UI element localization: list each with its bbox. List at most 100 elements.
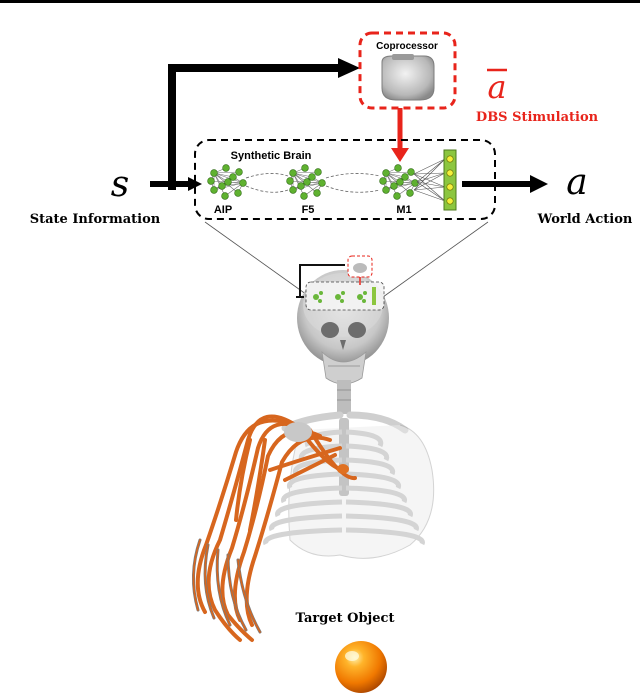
finger-tendon <box>227 554 247 631</box>
muscle-attachment <box>337 464 349 474</box>
synthetic-brain-title: Synthetic Brain <box>231 150 312 162</box>
inter-area-connections <box>245 173 381 193</box>
muscle-strand <box>308 428 357 481</box>
fan-line <box>413 158 446 175</box>
fan-line <box>413 186 446 191</box>
aip-node <box>210 186 218 194</box>
f5-node <box>303 178 311 186</box>
aip-node <box>224 178 232 186</box>
ball-icon <box>335 641 387 693</box>
aip-edge <box>213 172 244 184</box>
aip-node <box>210 169 218 177</box>
m1-edge <box>396 182 416 197</box>
brain-to-action-arrowhead <box>530 175 548 193</box>
aip-edge <box>213 171 240 174</box>
rib-right <box>345 429 384 448</box>
output-layer-icon <box>443 149 457 211</box>
m1-node <box>407 168 415 176</box>
muscle-strand <box>244 435 332 627</box>
f5-edge <box>292 182 323 191</box>
aip-node <box>229 173 237 181</box>
aip-node <box>234 189 242 197</box>
rib-right <box>345 527 425 546</box>
state-information-label: State Information <box>30 212 161 227</box>
rib-right <box>345 513 419 532</box>
output-connections <box>413 158 446 202</box>
rib-left <box>275 499 343 518</box>
f5-node <box>300 192 308 200</box>
m1-edge <box>385 182 416 191</box>
finger-tendon <box>237 559 261 633</box>
m1-node <box>382 186 390 194</box>
coprocessor-box <box>358 31 457 110</box>
rib-right <box>345 457 396 476</box>
muscle-strand <box>220 422 312 642</box>
aip-node <box>221 192 229 200</box>
rib-right <box>345 443 390 462</box>
rib-left <box>263 527 343 546</box>
m1-node <box>393 192 401 200</box>
m1-node <box>411 179 419 187</box>
area-label-f5: F5 <box>302 204 315 216</box>
finger-tendon <box>192 539 201 611</box>
top-rule <box>0 0 640 3</box>
fan-line <box>413 158 446 191</box>
muscle-strand <box>234 438 252 522</box>
stimulation-arrowhead <box>391 148 409 162</box>
rib-right <box>345 499 413 518</box>
state-to-coprocessor-arrowhead <box>338 58 360 78</box>
target-object-label: Target Object <box>296 611 395 626</box>
aip-edge <box>224 182 244 197</box>
m1-node <box>401 173 409 181</box>
rib-left <box>281 485 343 504</box>
fan-line <box>413 172 446 175</box>
coprocessor-title: Coprocessor <box>376 41 438 52</box>
m1-node <box>379 177 387 185</box>
m1-edge <box>385 171 412 174</box>
zoom-line-right <box>382 221 489 298</box>
f5-node <box>308 173 316 181</box>
rib-left <box>269 513 343 532</box>
f5-network-icon <box>286 164 326 200</box>
rib-left <box>292 457 343 476</box>
mini-diagram-overlay <box>296 255 385 311</box>
m1-node <box>406 189 414 197</box>
area-label-m1: M1 <box>396 204 411 216</box>
aip-node <box>235 168 243 176</box>
rib-cage <box>263 429 425 546</box>
aip-network-icon <box>207 164 247 200</box>
state-to-brain-arrowhead <box>188 177 202 191</box>
dbs-stimulation-label: DBS Stimulation <box>476 110 599 125</box>
finger-tendon <box>204 544 215 619</box>
f5-node <box>289 169 297 177</box>
rib-right <box>345 485 407 504</box>
area-label-aip: AIP <box>214 204 232 216</box>
f5-node <box>301 164 309 172</box>
f5-node <box>286 177 294 185</box>
arm-muscles <box>191 414 357 642</box>
aip-node <box>207 177 215 185</box>
aip-node <box>222 164 230 172</box>
m1-edge <box>385 172 416 184</box>
m1-node <box>396 178 404 186</box>
muscle-strand <box>248 438 267 532</box>
f5-node <box>289 186 297 194</box>
f5-edge <box>303 182 323 197</box>
f5-edge <box>292 171 319 174</box>
synthetic-brain-box <box>194 139 496 220</box>
action-symbol: a <box>566 162 587 203</box>
fan-line <box>413 173 446 202</box>
fan-line <box>413 172 446 191</box>
aip-node <box>239 179 247 187</box>
fan-line <box>416 172 446 183</box>
f5-node <box>297 182 305 190</box>
muscle-strand <box>268 446 342 472</box>
f5-node <box>314 168 322 176</box>
state-symbol: s <box>111 164 129 205</box>
shoulder-joint <box>284 422 312 442</box>
f5-node <box>318 179 326 187</box>
m1-node <box>390 182 398 190</box>
coprocessor-output-symbol: a <box>487 68 506 106</box>
rib-right <box>345 471 401 490</box>
